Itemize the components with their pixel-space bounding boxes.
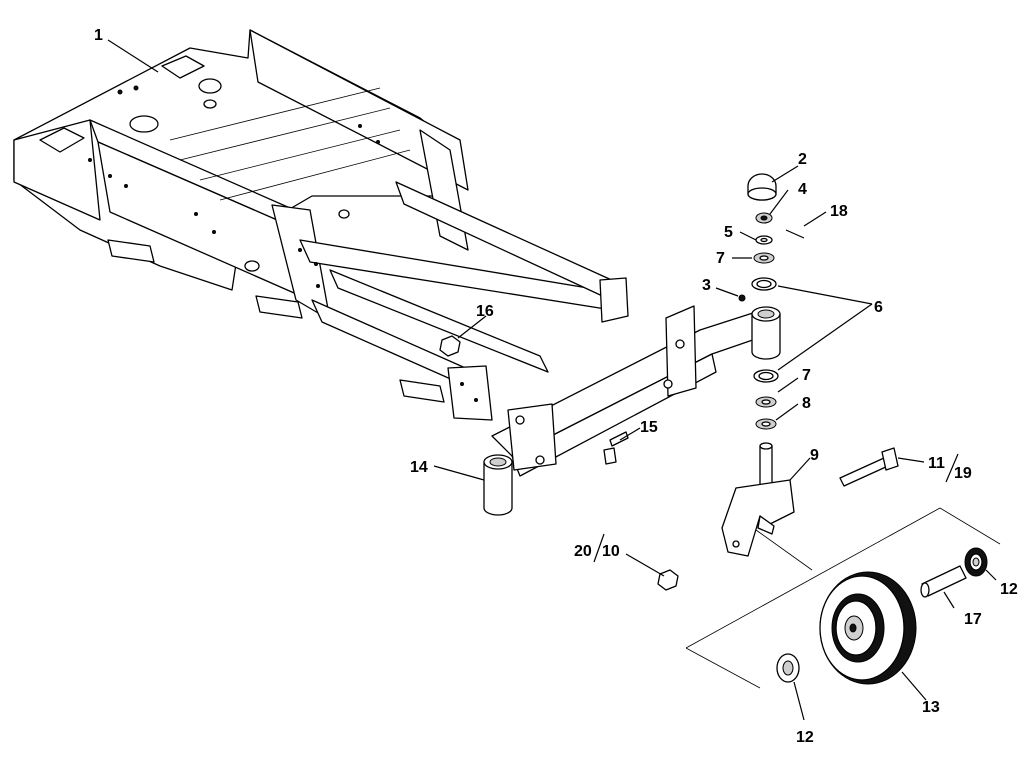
caster-wheel-13 (819, 571, 917, 685)
bearing-7-upper (753, 252, 775, 264)
callout-2: 2 (798, 151, 807, 168)
wheel-exploded-plane (685, 507, 1001, 689)
callout-7-lower: 7 (802, 367, 811, 384)
seal-8 (755, 418, 777, 430)
callout-labels: 1 2 4 18 5 7 3 6 7 8 9 11 19 16 15 14 20… (94, 27, 1018, 746)
washer-5 (755, 235, 773, 245)
callout-5: 5 (724, 224, 733, 241)
castle-nut-4 (755, 212, 773, 224)
spacer-tube-17 (920, 565, 967, 598)
callout-1: 1 (94, 27, 103, 44)
grease-fitting-3 (738, 294, 746, 302)
callout-7-upper: 7 (716, 250, 725, 267)
leader-lines (107, 39, 997, 721)
axle-bolt-11 (839, 447, 899, 487)
wheel-bushing-12-left (776, 653, 800, 683)
cotter-pin-18 (785, 229, 805, 239)
callout-16: 16 (476, 303, 494, 320)
callout-20: 20 (574, 543, 592, 560)
callout-9: 9 (810, 447, 819, 464)
callout-13: 13 (922, 699, 940, 716)
pivot-axle-arm (483, 305, 781, 516)
hex-nut-16 (439, 335, 461, 357)
callout-18: 18 (830, 203, 848, 220)
callout-12-left: 12 (796, 729, 814, 746)
caster-fork (721, 442, 795, 557)
callout-20-10-slash (593, 533, 605, 563)
callout-11: 11 (928, 455, 945, 472)
callout-19: 19 (954, 465, 972, 482)
bearing-7-lower (755, 396, 777, 408)
dust-cap-2 (747, 173, 777, 201)
callout-3: 3 (702, 277, 711, 294)
callout-15: 15 (640, 419, 658, 436)
wheel-bushing-12-right (964, 547, 988, 577)
callout-12-right: 12 (1000, 581, 1018, 598)
callout-10: 10 (602, 543, 620, 560)
bearing-race-6-upper (751, 277, 777, 291)
locknut-20 (657, 569, 679, 591)
bolt-15 (603, 431, 629, 465)
callout-17: 17 (964, 611, 982, 628)
callout-8: 8 (802, 395, 811, 412)
callout-14: 14 (410, 459, 428, 476)
bearing-race-6-lower (753, 369, 779, 383)
callout-6: 6 (874, 299, 883, 316)
main-frame (13, 29, 629, 421)
callout-4: 4 (798, 181, 807, 198)
callout-11-19-slash (945, 453, 959, 483)
